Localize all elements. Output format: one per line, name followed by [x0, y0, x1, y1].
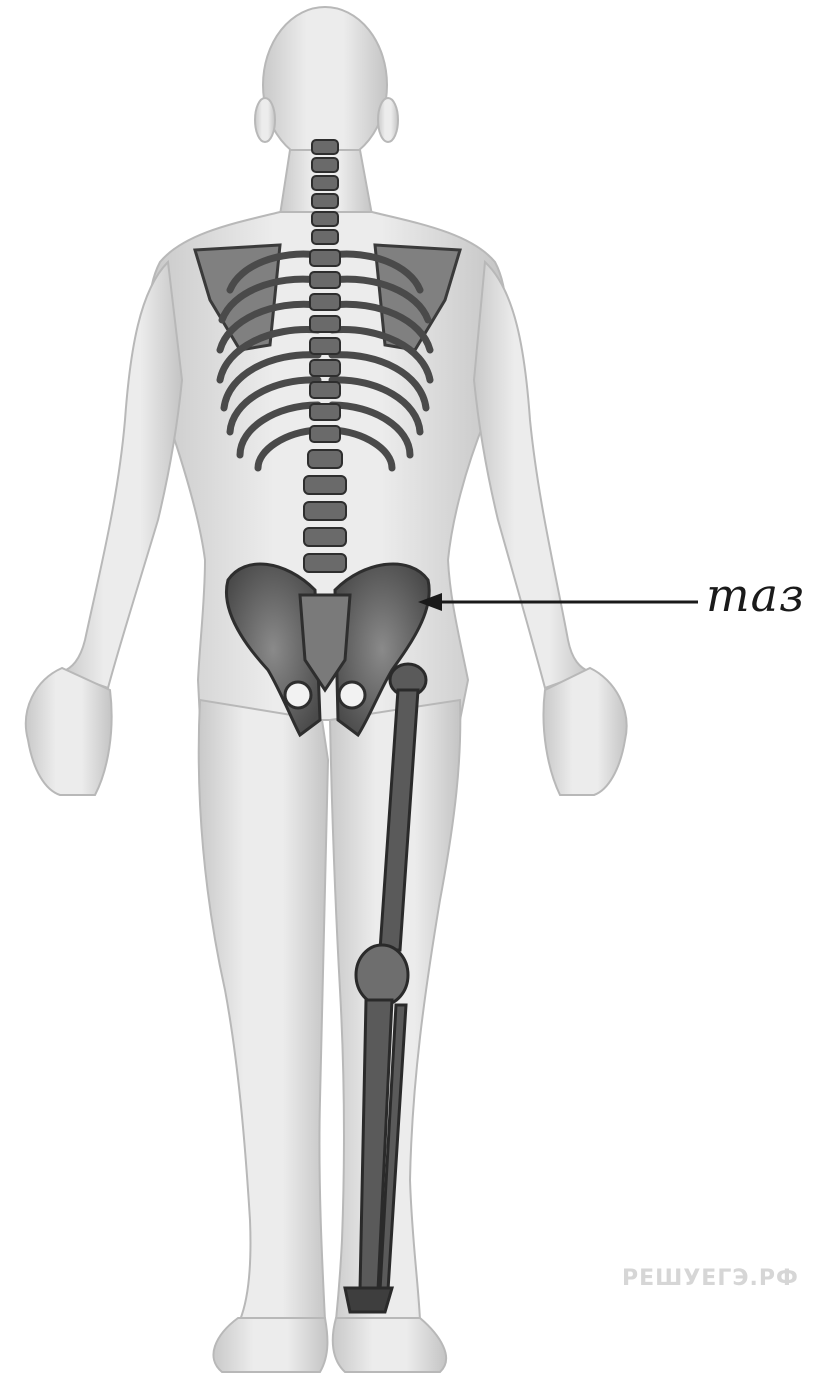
left-leg [199, 700, 328, 1320]
ankle [345, 1288, 392, 1312]
watermark: РЕШУЕГЭ.РФ [622, 1266, 799, 1291]
left-arm [62, 262, 182, 688]
left-hand [26, 668, 112, 795]
left-obturator [285, 682, 311, 708]
left-foot [213, 1318, 327, 1372]
pelvis-label: таз [706, 568, 805, 622]
right-obturator [339, 682, 365, 708]
knee [356, 945, 408, 1005]
right-foot [333, 1318, 446, 1372]
right-arm [474, 262, 590, 688]
left-ear [255, 98, 275, 142]
right-hand [543, 668, 626, 795]
right-ear [378, 98, 398, 142]
